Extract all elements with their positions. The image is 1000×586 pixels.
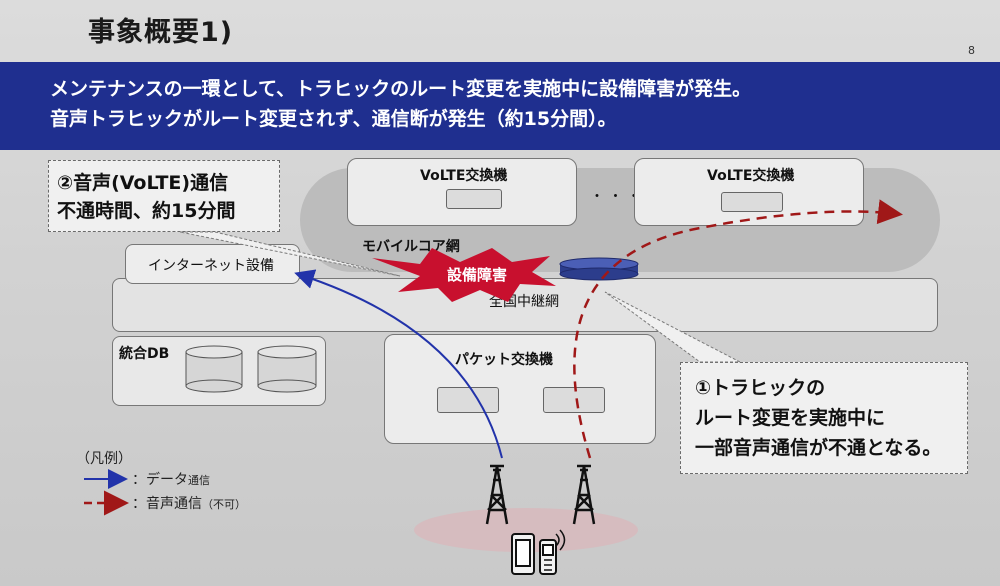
volte-exchange-2-label: VoLTE交換機 (707, 168, 795, 184)
legend-data-suffix: 通信 (188, 474, 210, 487)
legend-title: （凡例） (76, 451, 132, 467)
feature-phone-icon (539, 529, 566, 575)
page-number: 8 (968, 44, 975, 57)
volte-exchange-2-module (721, 192, 783, 212)
voice-callout-pointer (179, 231, 401, 277)
legend-voice-suffix: （不可） (202, 498, 246, 511)
page-title: 事象概要1) (88, 17, 234, 48)
banner-line-2: 音声トラヒックがルート変更されず、通信断が発生（約15分間）。 (50, 108, 617, 130)
packet-exchange-label: パケット交換機 (455, 352, 553, 368)
failure-label: 設備障害 (447, 266, 508, 284)
internet-equipment-label: インターネット設備 (148, 258, 274, 274)
banner-line-1: メンテナンスの一環として、トラヒックのルート変更を実施中に設備障害が発生。 (50, 78, 752, 100)
legend-data-label: データ (146, 472, 188, 488)
traffic-callout-pointer (604, 291, 741, 363)
packet-exchange-module-1 (437, 387, 499, 413)
voice-callout-line-2: 不通時間、約15分間 (57, 200, 236, 222)
antenna-tower-icon (485, 464, 509, 525)
database-cylinder-1 (185, 345, 243, 393)
router-icon (559, 257, 639, 281)
antenna-tower-icon (572, 464, 596, 525)
base-station-area (414, 508, 638, 552)
data-route-arrow (294, 269, 503, 459)
legend-data: ：データ通信 (132, 469, 210, 489)
legend-voice-prefix: ： (132, 496, 146, 512)
voice-callout-line-1: ②音声(VoLTE)通信 (57, 172, 229, 194)
packet-exchange: パケット交換機 (384, 334, 656, 444)
database-cylinder-2 (257, 345, 317, 393)
packet-exchange-module-2 (543, 387, 605, 413)
legend-data-prefix: ： (132, 472, 146, 488)
volte-exchange-2: VoLTE交換機 (634, 158, 864, 226)
volte-exchange-1-module (446, 189, 502, 209)
smartphone-icon (511, 533, 535, 575)
traffic-callout-line-2: ルート変更を実施中に (695, 407, 886, 429)
traffic-callout-line-3: 一部音声通信が不通となる。 (695, 437, 942, 459)
traffic-reroute-callout: ①トラヒックの ルート変更を実施中に 一部音声通信が不通となる。 (680, 362, 968, 474)
legend-voice-label: 音声通信 (146, 496, 202, 512)
failure-burst-icon (372, 248, 556, 302)
traffic-callout-line-1: ①トラヒックの (695, 377, 826, 399)
voice-route-arrow (573, 199, 903, 459)
ellipsis-dots: ・ ・ ・ (590, 189, 641, 205)
summary-banner: メンテナンスの一環として、トラヒックのルート変更を実施中に設備障害が発生。 音声… (0, 62, 1000, 150)
volte-exchange-1-label: VoLTE交換機 (420, 168, 508, 184)
voice-outage-callout: ②音声(VoLTE)通信 不通時間、約15分間 (48, 160, 280, 232)
volte-exchange-1: VoLTE交換機 (347, 158, 577, 226)
integrated-db-label: 統合DB (119, 346, 170, 362)
legend-voice: ：音声通信（不可） (132, 493, 246, 513)
